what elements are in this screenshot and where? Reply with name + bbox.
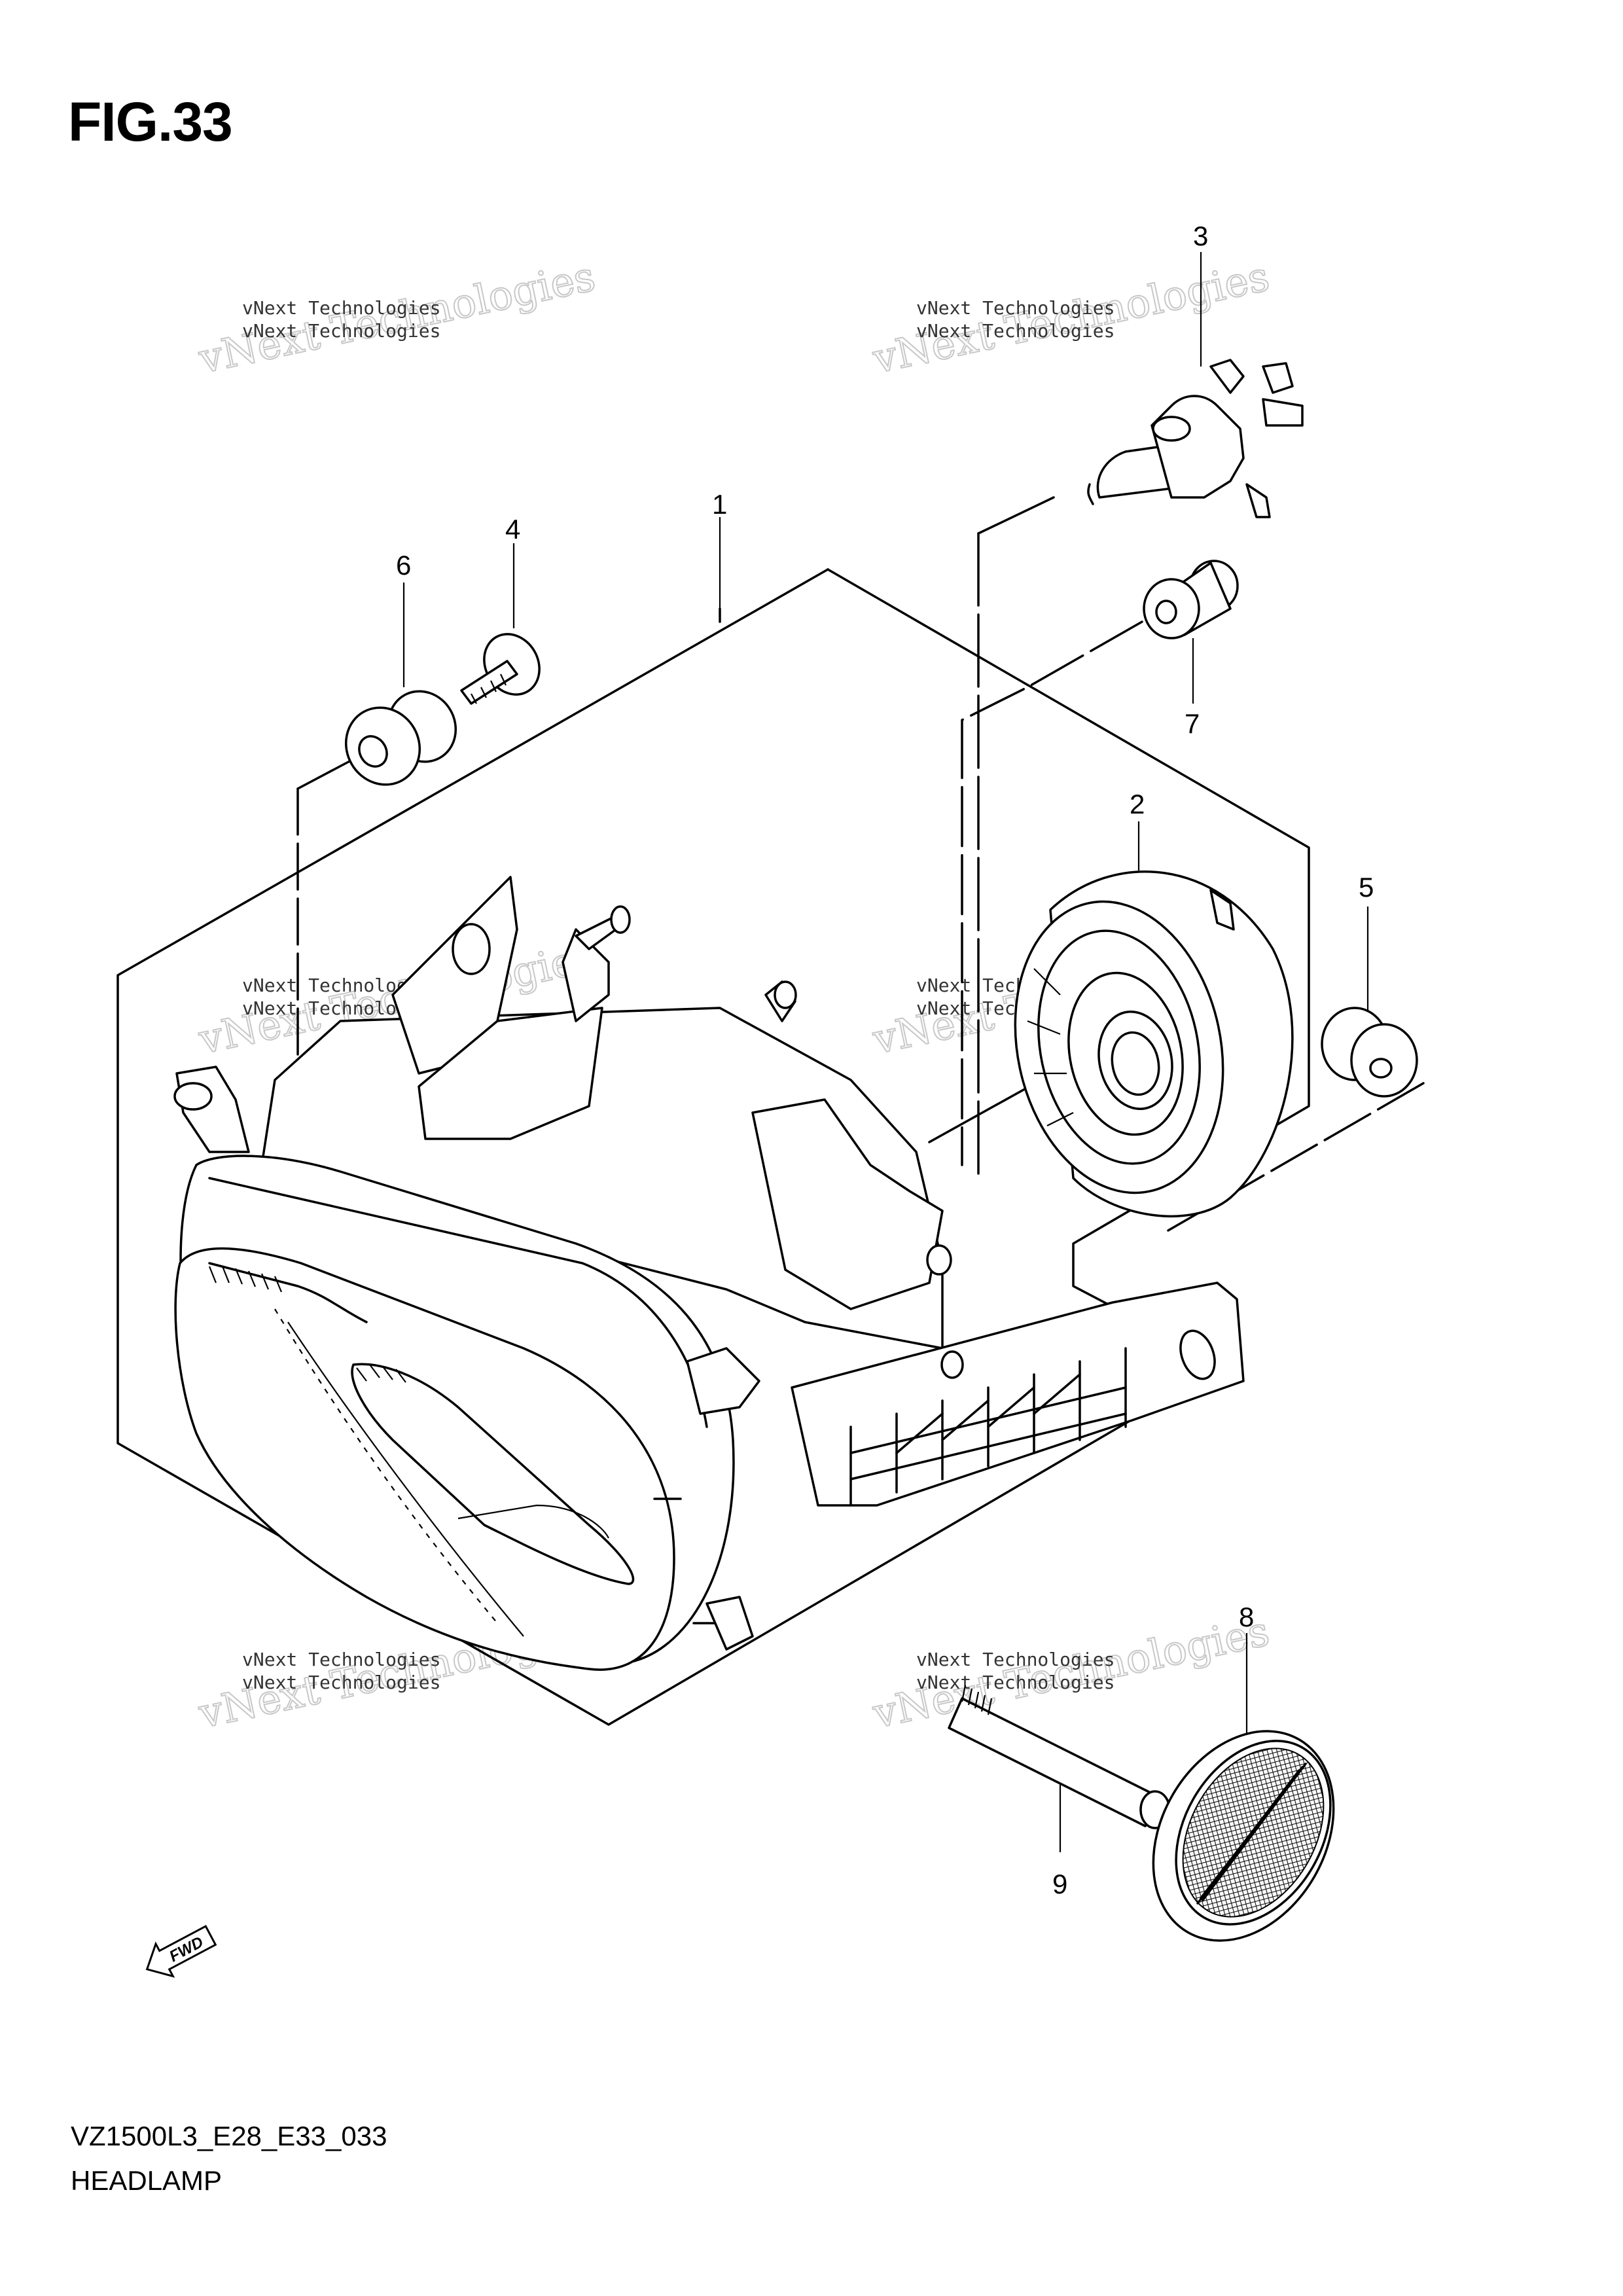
svg-text:7: 7 bbox=[1185, 708, 1200, 739]
bulb-part bbox=[1087, 359, 1304, 518]
callout-numbers: 1 2 3 4 5 6 7 8 9 bbox=[396, 221, 1374, 1899]
svg-text:vNext Technologies: vNext Technologies bbox=[242, 297, 440, 319]
svg-text:6: 6 bbox=[396, 550, 411, 581]
reflector-part bbox=[1152, 1730, 1335, 1942]
svg-text:9: 9 bbox=[1052, 1869, 1067, 1899]
leader-lines bbox=[296, 496, 1425, 1232]
screw-part bbox=[460, 633, 541, 705]
svg-text:vNext Technologies: vNext Technologies bbox=[916, 320, 1115, 342]
figure-code: VZ1500L3_E28_E33_033 bbox=[71, 2121, 387, 2151]
svg-text:8: 8 bbox=[1239, 1602, 1254, 1632]
pin-part bbox=[948, 1685, 1171, 1829]
svg-text:vNext Technologies: vNext Technologies bbox=[916, 1649, 1115, 1670]
grommet-5-part bbox=[1321, 1007, 1418, 1098]
svg-text:vNext Technologies: vNext Technologies bbox=[242, 320, 440, 342]
svg-text:1: 1 bbox=[712, 489, 727, 520]
svg-text:vNext Technologies: vNext Technologies bbox=[916, 297, 1115, 319]
svg-text:vNext Technologies: vNext Technologies bbox=[242, 1672, 440, 1693]
svg-text:3: 3 bbox=[1193, 221, 1208, 251]
svg-text:vNext Technologies: vNext Technologies bbox=[916, 1672, 1115, 1693]
svg-text:5: 5 bbox=[1359, 872, 1374, 903]
svg-text:2: 2 bbox=[1130, 789, 1145, 819]
figure-title: FIG.33 bbox=[68, 91, 233, 152]
svg-text:vNext Technologies: vNext Technologies bbox=[242, 1649, 440, 1670]
figure-name: HEADLAMP bbox=[71, 2165, 223, 2196]
fwd-arrow-icon: FWD bbox=[145, 1924, 217, 1978]
headlamp-housing-part bbox=[173, 876, 1245, 1671]
grommet-7-part bbox=[1143, 560, 1239, 639]
svg-text:4: 4 bbox=[505, 514, 520, 545]
socket-cover-part bbox=[1014, 870, 1294, 1218]
grommet-6-part bbox=[344, 690, 457, 786]
